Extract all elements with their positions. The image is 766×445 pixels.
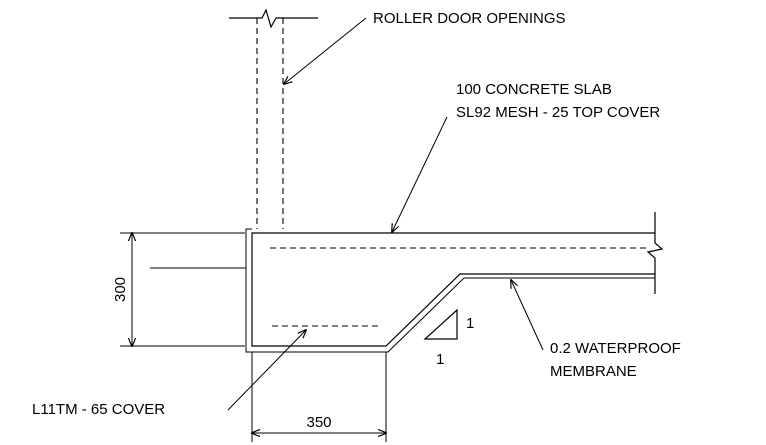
wall-break-line — [229, 8, 318, 29]
slab-note-line1: 100 CONCRETE SLAB — [456, 81, 612, 98]
roller-door-leader — [284, 17, 367, 84]
depth-dimension: 300 — [112, 233, 245, 346]
membrane-note-line1: 0.2 WATERPROOF — [550, 340, 681, 357]
slope-rise-label: 1 — [466, 315, 474, 332]
slab-leader — [392, 116, 448, 232]
footing-note: L11TM - 65 COVER — [32, 401, 165, 418]
footing-leader — [227, 330, 306, 411]
wall — [229, 8, 318, 229]
waterproof-membrane-line — [245, 228, 655, 353]
slab-note-line2: SL92 MESH - 25 TOP COVER — [456, 104, 660, 121]
membrane-leader — [511, 280, 544, 351]
slope-triangle — [423, 308, 458, 340]
roller-door-note: ROLLER DOOR OPENINGS — [373, 10, 566, 27]
slab-break-line — [646, 212, 664, 294]
width-dimension: 350 — [252, 352, 386, 442]
depth-dimension-text: 300 — [112, 277, 129, 302]
slope-run-label: 1 — [436, 351, 444, 368]
slab-outline — [251, 232, 655, 347]
width-dimension-text: 350 — [306, 414, 331, 431]
membrane-note-line2: MEMBRANE — [550, 363, 637, 380]
